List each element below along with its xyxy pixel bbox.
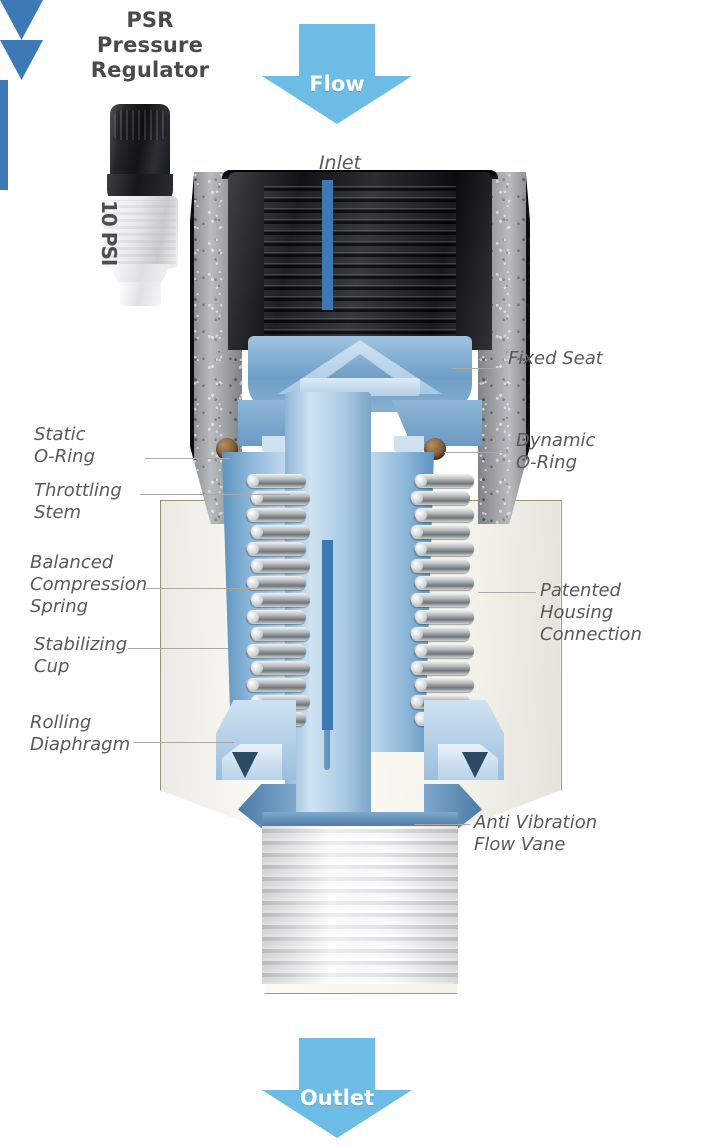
callout-fixed-seat: Fixed Seat bbox=[508, 348, 603, 369]
internal-flow-arrow-lower-head bbox=[0, 40, 43, 80]
spring-coil bbox=[410, 593, 470, 607]
photo-white-body bbox=[102, 196, 178, 268]
fixed-seat-pad bbox=[300, 378, 420, 396]
spring-coil bbox=[250, 559, 310, 573]
compression-spring-left bbox=[246, 474, 316, 726]
spring-coil bbox=[414, 576, 474, 590]
leader-rolling-diaphragm bbox=[134, 742, 234, 743]
spring-coil bbox=[250, 661, 310, 675]
callout-rolling-diaphragm: Rolling Diaphragm bbox=[30, 712, 131, 755]
leader-fixed-seat bbox=[452, 368, 502, 369]
callout-patented-housing-connection: Patented Housing Connection bbox=[540, 580, 642, 645]
inlet-threaded-section bbox=[228, 172, 492, 350]
flow-arrow-bottom: Outlet bbox=[262, 1038, 412, 1138]
leader-throttling-stem bbox=[140, 494, 290, 495]
leader-stabilizing-cup bbox=[128, 648, 228, 649]
spring-coil bbox=[250, 525, 310, 539]
product-title: PSR Pressure Regulator bbox=[40, 8, 260, 84]
product-title-line-2: Pressure bbox=[96, 33, 204, 58]
leader-static-o-ring bbox=[145, 458, 230, 459]
spring-coil bbox=[250, 627, 310, 641]
spring-coil bbox=[410, 559, 470, 573]
internal-flow-arrow-upper-shaft bbox=[322, 180, 333, 310]
spring-coil bbox=[414, 542, 474, 556]
flow-arrow-top-shaft bbox=[299, 24, 375, 84]
spring-coil bbox=[246, 576, 306, 590]
spring-coil bbox=[246, 644, 306, 658]
compression-spring-right bbox=[404, 474, 474, 726]
product-title-line-1: PSR bbox=[126, 8, 174, 32]
inlet-label: Inlet bbox=[318, 152, 362, 174]
callout-static-o-ring: Static O-Ring bbox=[34, 424, 96, 467]
spring-coil bbox=[410, 661, 470, 675]
spring-coil bbox=[410, 491, 470, 505]
spring-coil bbox=[246, 474, 306, 488]
product-title-line-3: Regulator bbox=[90, 58, 210, 83]
internal-flow-arrow-lower-shaft bbox=[322, 540, 333, 730]
callout-throttling-stem: Throttling Stem bbox=[34, 480, 122, 523]
spring-coil bbox=[410, 627, 470, 641]
spring-coil bbox=[414, 610, 474, 624]
leader-patented-housing-connection bbox=[478, 592, 536, 593]
outlet-threaded-section bbox=[262, 826, 458, 984]
photo-black-cap bbox=[110, 104, 170, 184]
flow-arrow-top: Flow bbox=[262, 24, 412, 124]
photo-pressure-rating-label: 10 PSI bbox=[97, 200, 121, 266]
callout-balanced-compression-spring: Balanced Compression Spring bbox=[30, 552, 148, 617]
spring-coil bbox=[414, 678, 474, 692]
callout-anti-vibration-flow-vane: Anti Vibration Flow Vane bbox=[474, 812, 598, 855]
spring-coil bbox=[414, 474, 474, 488]
spring-coil bbox=[246, 678, 306, 692]
leader-anti-vibration-flow-vane bbox=[414, 824, 470, 825]
flow-arrow-top-label: Flow bbox=[309, 72, 365, 96]
spring-coil bbox=[246, 610, 306, 624]
flow-arrow-bottom-shaft bbox=[299, 1038, 375, 1098]
spring-coil bbox=[246, 542, 306, 556]
photo-body-taper bbox=[109, 264, 171, 286]
flow-arrow-bottom-label: Outlet bbox=[299, 1086, 375, 1110]
anti-vibration-flow-vane-band bbox=[262, 812, 458, 826]
spring-coil bbox=[410, 525, 470, 539]
leader-dynamic-o-ring bbox=[444, 452, 510, 453]
callout-stabilizing-cup: Stabilizing Cup bbox=[34, 634, 128, 677]
photo-outlet-stem bbox=[119, 282, 161, 306]
spring-coil bbox=[246, 508, 306, 522]
internal-flow-arrow-upper-head bbox=[0, 0, 43, 40]
spring-coil bbox=[250, 593, 310, 607]
spring-coil bbox=[414, 508, 474, 522]
internal-flow-arrow-outlet bbox=[0, 80, 8, 190]
product-photo: 10 PSI bbox=[95, 104, 185, 306]
callout-dynamic-o-ring: Dynamic O-Ring bbox=[516, 430, 596, 473]
leader-balanced-compression-spring bbox=[146, 588, 261, 589]
spring-coil bbox=[414, 644, 474, 658]
